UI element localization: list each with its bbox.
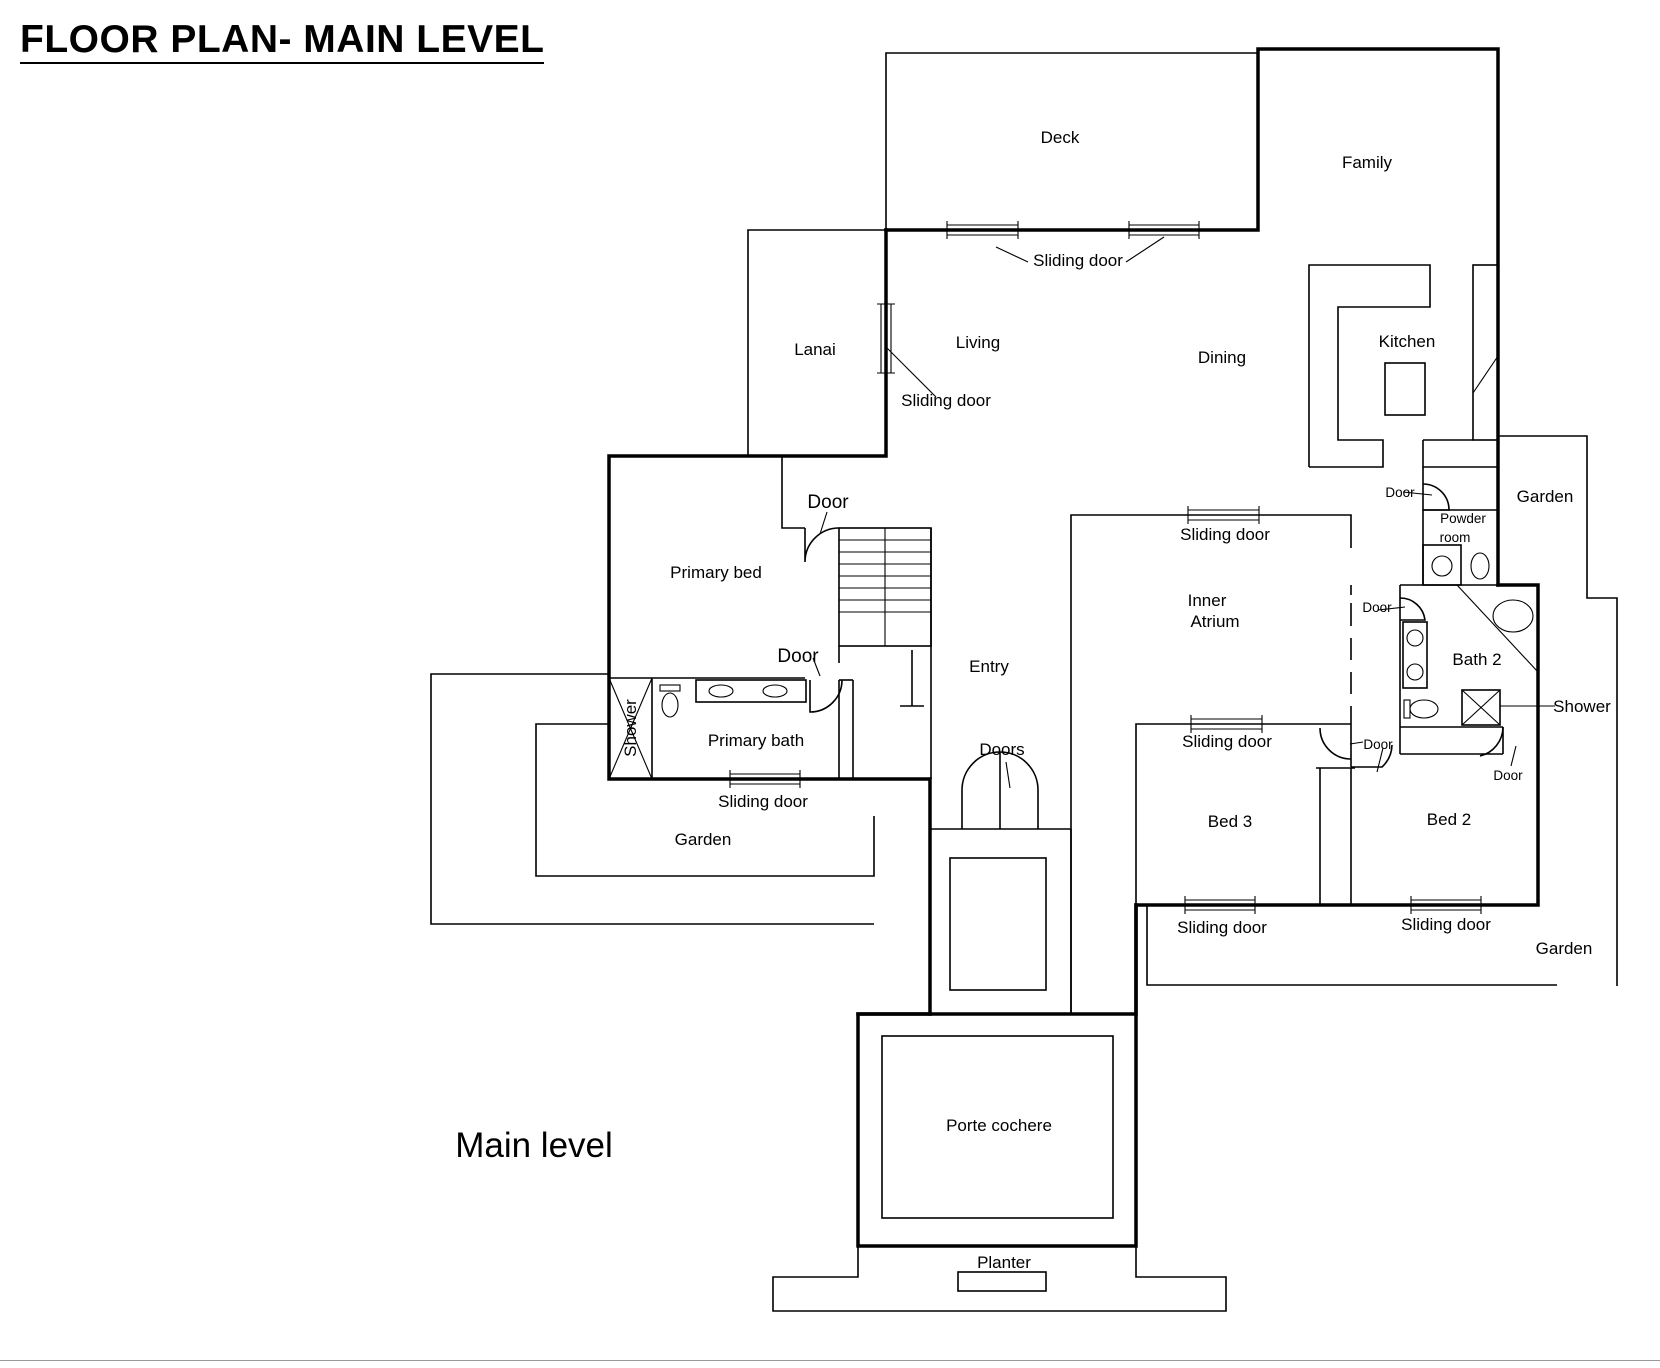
sliding-door-symbols bbox=[729, 221, 1482, 914]
room-label-porte-cochere: Porte cochere bbox=[946, 1116, 1052, 1135]
room-label-primary-bed: Primary bed bbox=[670, 563, 762, 582]
label-door-primary-bed: Door bbox=[807, 492, 849, 513]
room-label-family: Family bbox=[1342, 153, 1393, 172]
room-label-kitchen: Kitchen bbox=[1379, 332, 1436, 351]
room-label-powder-room-2: room bbox=[1440, 530, 1471, 545]
room-label-primary-bath: Primary bath bbox=[708, 731, 804, 750]
room-label-deck: Deck bbox=[1041, 128, 1080, 147]
label-door-bed2: Door bbox=[1363, 737, 1393, 752]
label-sliding-door-atrium: Sliding door bbox=[1180, 525, 1270, 544]
label-doors-entry: Doors bbox=[979, 740, 1024, 759]
label-door-primary-bath: Door bbox=[777, 646, 819, 667]
room-label-planter: Planter bbox=[977, 1253, 1031, 1272]
room-label-inner-atrium-2: Atrium bbox=[1190, 612, 1239, 631]
room-label-inner-atrium-1: Inner bbox=[1188, 591, 1227, 610]
label-sliding-door-bed3-top: Sliding door bbox=[1182, 732, 1272, 751]
page-title: FLOOR PLAN- MAIN LEVEL bbox=[20, 18, 545, 64]
room-label-powder-room-1: Powder bbox=[1440, 511, 1486, 526]
stair-treads bbox=[839, 539, 931, 613]
bottom-rule bbox=[0, 1360, 1660, 1361]
interior-walls bbox=[430, 52, 1618, 1312]
label-sliding-door-lanai: Sliding door bbox=[901, 391, 991, 410]
room-label-bed2: Bed 2 bbox=[1427, 810, 1471, 829]
room-label-lanai: Lanai bbox=[794, 340, 836, 359]
exterior-walls bbox=[607, 47, 1540, 1248]
label-sliding-door-bed2-bottom: Sliding door bbox=[1401, 915, 1491, 934]
label-sliding-door-primary-bath: Sliding door bbox=[718, 792, 808, 811]
room-label-garden-right-top: Garden bbox=[1517, 487, 1574, 506]
label-door-bath2-hall: Door bbox=[1362, 600, 1392, 615]
label-sliding-door-bed3-bottom: Sliding door bbox=[1177, 918, 1267, 937]
room-label-entry: Entry bbox=[969, 657, 1009, 676]
room-label-garden-right-bottom: Garden bbox=[1536, 939, 1593, 958]
label-sliding-door-top: Sliding door bbox=[1033, 251, 1123, 270]
label-door-powder: Door bbox=[1385, 485, 1415, 500]
caption-main-level: Main level bbox=[455, 1126, 613, 1165]
label-shower-primary: Shower bbox=[621, 699, 640, 757]
room-label-living: Living bbox=[956, 333, 1000, 352]
room-label-garden-left: Garden bbox=[675, 830, 732, 849]
label-door-bath2-bed2: Door bbox=[1493, 768, 1523, 783]
room-label-dining: Dining bbox=[1198, 348, 1246, 367]
door-swing-symbols bbox=[804, 236, 1555, 789]
room-label-bath2: Bath 2 bbox=[1452, 650, 1501, 669]
room-label-bed3: Bed 3 bbox=[1208, 812, 1252, 831]
label-shower-bath2: Shower bbox=[1553, 697, 1611, 716]
